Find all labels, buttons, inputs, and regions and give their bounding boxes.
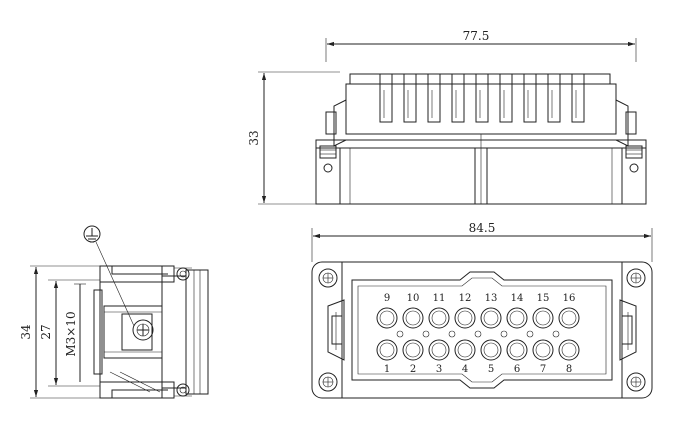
mounting-screw-bottom-right [626,372,646,392]
pin-label-16: 16 [563,293,576,304]
top-view-fins [379,73,585,123]
pin-1 [376,339,398,361]
side-view: 34 27 M3×10 [19,225,209,399]
dim-label-top-width: 77.5 [463,29,490,43]
pin-16 [558,307,580,329]
top-view-right-latch [615,99,643,173]
front-view: 84.5 [311,221,653,399]
mounting-screw-top-right [626,268,646,288]
pin-separators [396,330,560,338]
pin-12 [454,307,476,329]
front-right-latch [619,299,637,361]
pin-7 [532,339,554,361]
pin-contacts [376,307,580,361]
pin-3 [428,339,450,361]
contact-insert [351,271,613,389]
top-view: 77.5 33 [247,29,647,205]
pin-label-1: 1 [384,364,390,375]
pin-11 [428,307,450,329]
pin-10 [402,307,424,329]
side-flange-bottom [99,381,192,399]
pin-4 [454,339,476,361]
side-flange-top [99,265,192,283]
pin-label-5: 5 [488,364,494,375]
pin-label-15: 15 [537,293,550,304]
pin-label-7: 7 [540,364,546,375]
front-left-latch [327,299,345,361]
pin-label-6: 6 [514,364,520,375]
pin-label-9: 9 [384,293,390,304]
pin-label-14: 14 [511,293,524,304]
pin-8 [558,339,580,361]
screw-label: M3×10 [64,311,78,356]
pin-label-11: 11 [433,293,446,304]
dim-label-top-height: 33 [247,130,261,145]
pin-6 [506,339,528,361]
pin-5 [480,339,502,361]
mounting-screw-top-left [318,268,338,288]
top-view-left-latch [319,99,347,173]
ground-screw-icon [132,319,154,341]
dim-label-side-inner: 27 [39,324,53,339]
pin-2 [402,339,424,361]
pin-15 [532,307,554,329]
pin-label-13: 13 [485,293,498,304]
pin-labels-top: 9 10 11 12 13 14 15 16 [384,293,576,304]
dim-label-front-width: 84.5 [469,221,496,235]
pin-label-10: 10 [407,293,420,304]
pin-13 [480,307,502,329]
pin-label-12: 12 [459,293,472,304]
pin-label-8: 8 [566,364,572,375]
pin-label-2: 2 [410,364,416,375]
pin-labels-bottom: 1 2 3 4 5 6 7 8 [384,364,572,375]
pin-label-3: 3 [436,364,442,375]
pin-9 [376,307,398,329]
pin-label-4: 4 [462,364,468,375]
pin-14 [506,307,528,329]
ground-symbol-icon [83,225,135,327]
mounting-screw-bottom-left [318,372,338,392]
dim-label-side-outer: 34 [19,324,33,340]
